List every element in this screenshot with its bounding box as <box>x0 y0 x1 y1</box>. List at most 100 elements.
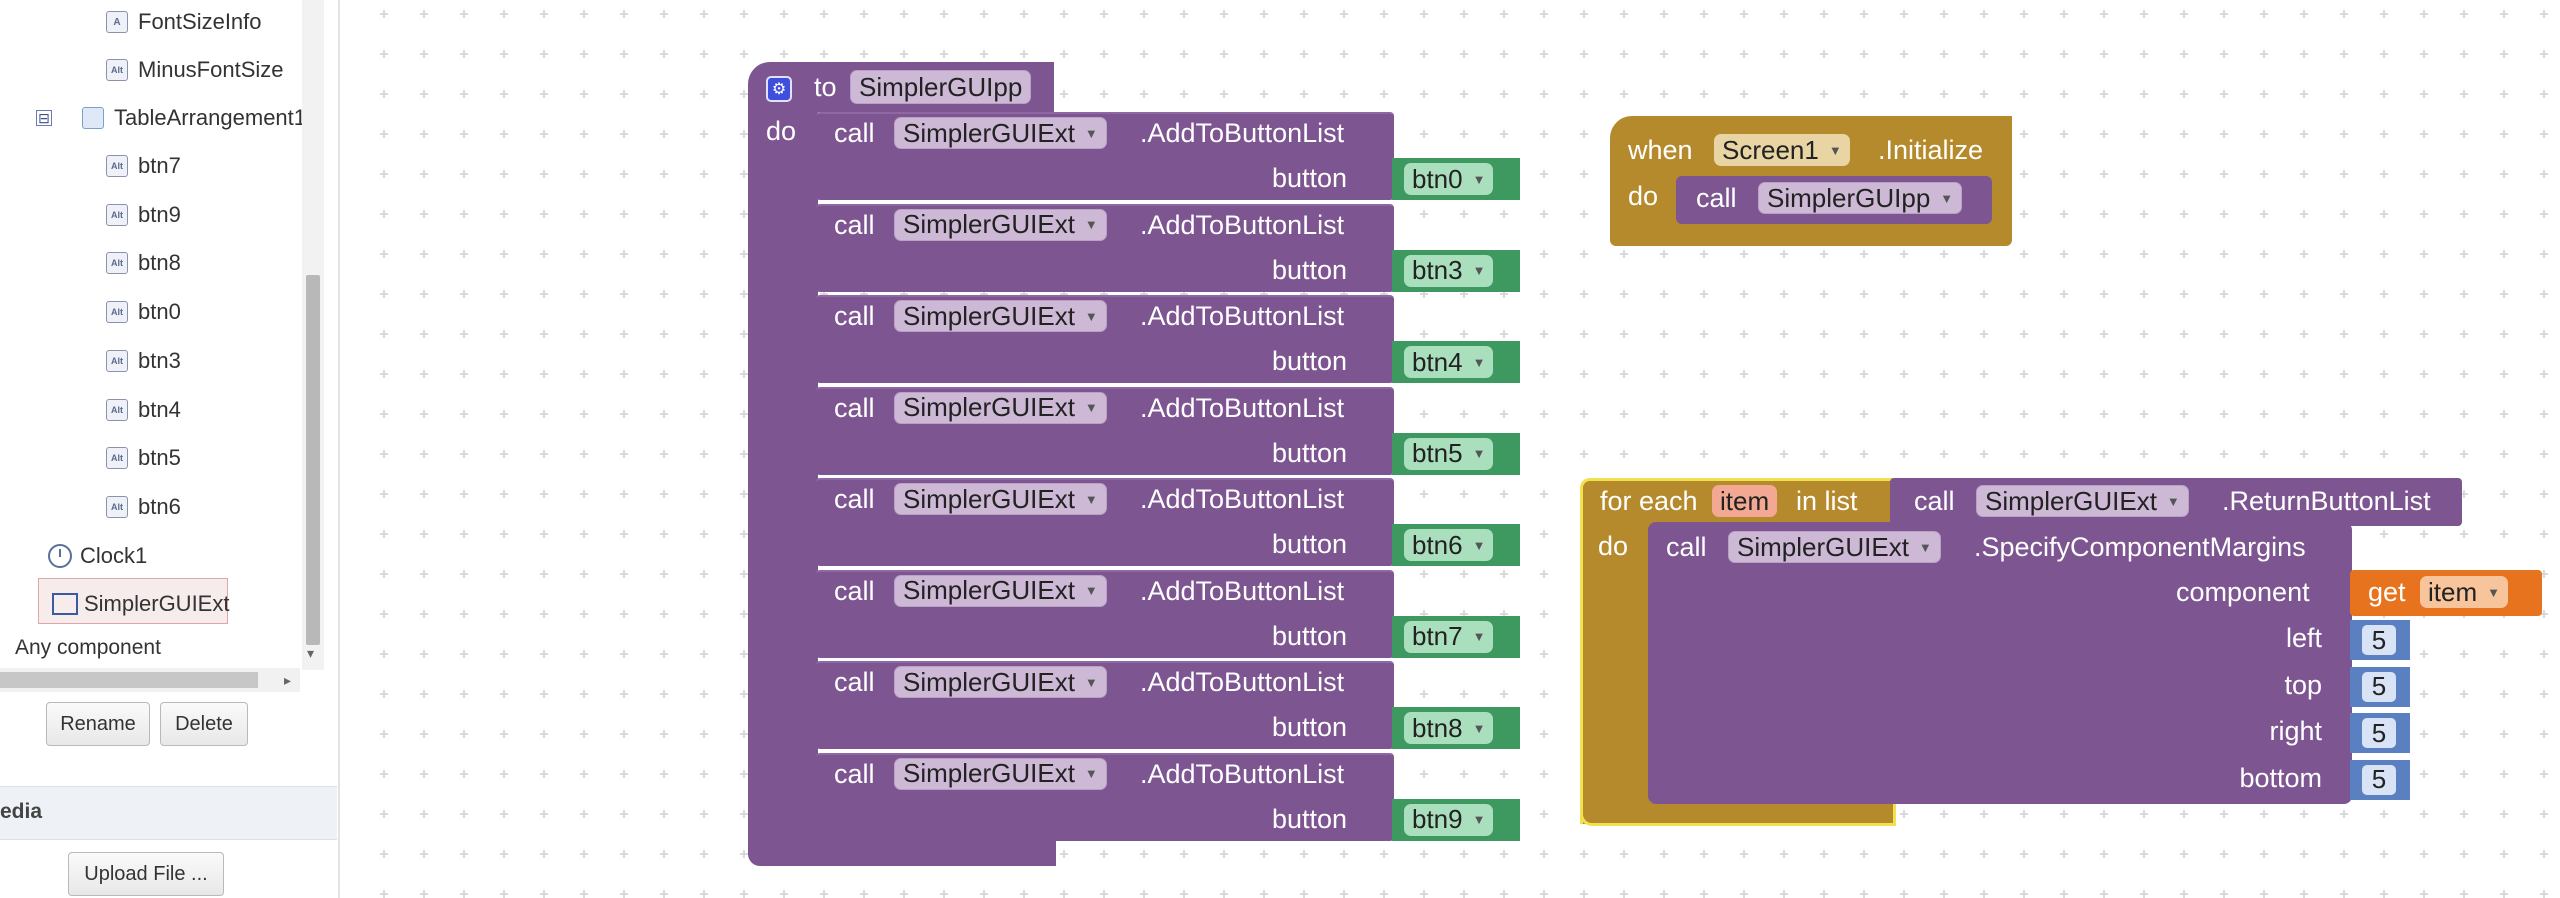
button-icon: Alt <box>106 350 128 372</box>
component-dropdown[interactable]: SimplerGUIExt▼ <box>894 300 1107 332</box>
call-label: call <box>1666 532 1707 562</box>
tree-item-btn5[interactable]: Alt btn5 <box>106 438 181 478</box>
tree-item-btn4[interactable]: Alt btn4 <box>106 390 181 430</box>
param-label-component: component <box>2176 577 2310 607</box>
tree-item-tablearrangement1[interactable]: ⊟ TableArrangement1 <box>36 98 306 138</box>
call-label: call <box>834 484 875 514</box>
chevron-down-icon: ▼ <box>1084 125 1098 141</box>
tree-item-label: MinusFontSize <box>138 57 284 82</box>
in-list-label: in list <box>1796 486 1858 516</box>
button-component-dropdown[interactable]: btn9▼ <box>1404 803 1494 836</box>
dropdown-value: SimplerGUIExt <box>1985 485 2157 516</box>
component-dropdown[interactable]: SimplerGUIExt▼ <box>894 757 1107 790</box>
get-label: get <box>2368 577 2406 607</box>
button-component-dropdown[interactable]: btn0▼ <box>1404 163 1494 195</box>
number-value[interactable]: 5 <box>2362 625 2396 655</box>
any-component-item[interactable]: Any component <box>15 636 161 659</box>
chevron-down-icon: ▼ <box>1084 491 1098 507</box>
media-header <box>0 786 337 840</box>
tree-item-label: btn4 <box>138 397 181 422</box>
button-icon: Alt <box>106 155 128 177</box>
collapse-icon[interactable]: ⊟ <box>36 110 52 126</box>
dropdown-value: SimplerGUIExt <box>903 666 1075 697</box>
for-each-do-label: do <box>1598 531 1629 561</box>
tree-item-btn6[interactable]: Alt btn6 <box>106 487 181 527</box>
rename-button[interactable]: Rename <box>46 702 150 746</box>
event-do-label: do <box>1628 181 1659 211</box>
button-component-dropdown[interactable]: btn4▼ <box>1404 346 1494 378</box>
event-call-label: call <box>1696 183 1737 213</box>
call-label: call <box>834 301 875 331</box>
tree-item-btn3[interactable]: Alt btn3 <box>106 341 181 381</box>
tree-item-btn0[interactable]: Alt btn0 <box>106 292 181 332</box>
call-label: call <box>834 667 875 697</box>
button-icon: Alt <box>106 204 128 226</box>
chevron-down-icon: ▼ <box>2166 493 2180 509</box>
screen-dropdown[interactable]: Screen1▼ <box>1714 134 1850 166</box>
tree-item-label: SimplerGUIExt <box>84 591 230 616</box>
procedure-to-label: to <box>814 72 837 102</box>
horizontal-scroll-thumb[interactable] <box>0 672 258 688</box>
number-value[interactable]: 5 <box>2362 764 2396 795</box>
call-label: call <box>834 758 875 789</box>
number-value[interactable]: 5 <box>2362 671 2396 702</box>
tree-item-btn9[interactable]: Alt btn9 <box>106 195 181 235</box>
component-dropdown[interactable]: SimplerGUIExt▼ <box>894 483 1107 515</box>
number-value[interactable]: 5 <box>2362 718 2396 748</box>
component-dropdown[interactable]: SimplerGUIExt▼ <box>894 666 1107 698</box>
dropdown-value: btn8 <box>1412 712 1463 743</box>
tree-item-clock1[interactable]: Clock1 <box>48 536 147 576</box>
button-icon: Alt <box>106 301 128 323</box>
dropdown-value: btn7 <box>1412 621 1463 651</box>
dropdown-value: SimplerGUIExt <box>903 117 1075 148</box>
call-label: call <box>834 118 875 148</box>
dropdown-value: btn6 <box>1412 529 1463 560</box>
component-dropdown[interactable]: SimplerGUIExt ▼ <box>1976 485 2189 517</box>
method-label: .AddToButtonList <box>1140 484 1345 514</box>
components-panel: A FontSizeInfo Alt MinusFontSize ⊟ Table… <box>0 0 340 898</box>
button-component-dropdown[interactable]: btn6▼ <box>1404 529 1494 561</box>
tree-item-label: btn6 <box>138 494 181 519</box>
tree-item-btn8[interactable]: Alt btn8 <box>106 243 181 283</box>
button-component-dropdown[interactable]: btn7▼ <box>1404 620 1494 653</box>
gear-icon[interactable]: ⚙ <box>766 76 792 102</box>
tree-item-btn7[interactable]: Alt btn7 <box>106 146 181 186</box>
dropdown-value: SimplerGUIExt <box>903 392 1075 422</box>
dropdown-value: SimplerGUIExt <box>903 575 1075 605</box>
component-dropdown[interactable]: SimplerGUIExt▼ <box>894 208 1107 241</box>
call-label: call <box>834 209 875 240</box>
method-label: .AddToButtonList <box>1140 392 1345 423</box>
procedure-dropdown[interactable]: SimplerGUIpp▼ <box>1758 182 1963 214</box>
event-when-label: when <box>1628 135 1693 165</box>
delete-button[interactable]: Delete <box>160 702 248 746</box>
method-label: .AddToButtonList <box>1140 575 1345 606</box>
loop-variable-field[interactable]: item <box>1712 485 1778 517</box>
upload-file-button[interactable]: Upload File ... <box>68 852 224 896</box>
tree-item-label: Clock1 <box>80 543 148 568</box>
component-dropdown[interactable]: SimplerGUIExt▼ <box>1728 531 1941 563</box>
button-component-dropdown[interactable]: btn3▼ <box>1404 254 1494 287</box>
dropdown-value: item <box>2428 576 2478 607</box>
tree-item-fontsizeinfo[interactable]: A FontSizeInfo <box>106 2 262 42</box>
chevron-down-icon: ▼ <box>1940 190 1954 206</box>
component-dropdown[interactable]: SimplerGUIExt ▼ <box>894 117 1107 149</box>
tree-item-minusfontsize[interactable]: Alt MinusFontSize <box>106 50 284 90</box>
param-label: top <box>2284 669 2322 700</box>
vertical-scroll-thumb[interactable] <box>306 275 320 645</box>
component-dropdown[interactable]: SimplerGUIExt▼ <box>894 391 1107 424</box>
call-label: call <box>1914 486 1955 516</box>
chevron-down-icon: ▼ <box>1472 812 1486 827</box>
tree-item-simplerguiext[interactable]: SimplerGUIExt <box>52 584 229 624</box>
tree-item-label: btn8 <box>138 250 181 275</box>
button-component-dropdown[interactable]: btn8▼ <box>1404 712 1494 744</box>
param-label-button: button <box>1272 620 1348 651</box>
param-label-button: button <box>1272 163 1348 193</box>
scroll-down-icon[interactable]: ▾ <box>307 645 315 661</box>
procedure-name-field[interactable]: SimplerGUIpp <box>850 70 1032 104</box>
clock-icon <box>48 544 72 568</box>
component-dropdown[interactable]: SimplerGUIExt▼ <box>894 574 1107 607</box>
button-icon: Alt <box>106 59 128 81</box>
button-component-dropdown[interactable]: btn5▼ <box>1404 437 1494 470</box>
scroll-right-icon[interactable]: ▸ <box>284 672 292 688</box>
get-variable-dropdown[interactable]: item▼ <box>2420 576 2508 608</box>
